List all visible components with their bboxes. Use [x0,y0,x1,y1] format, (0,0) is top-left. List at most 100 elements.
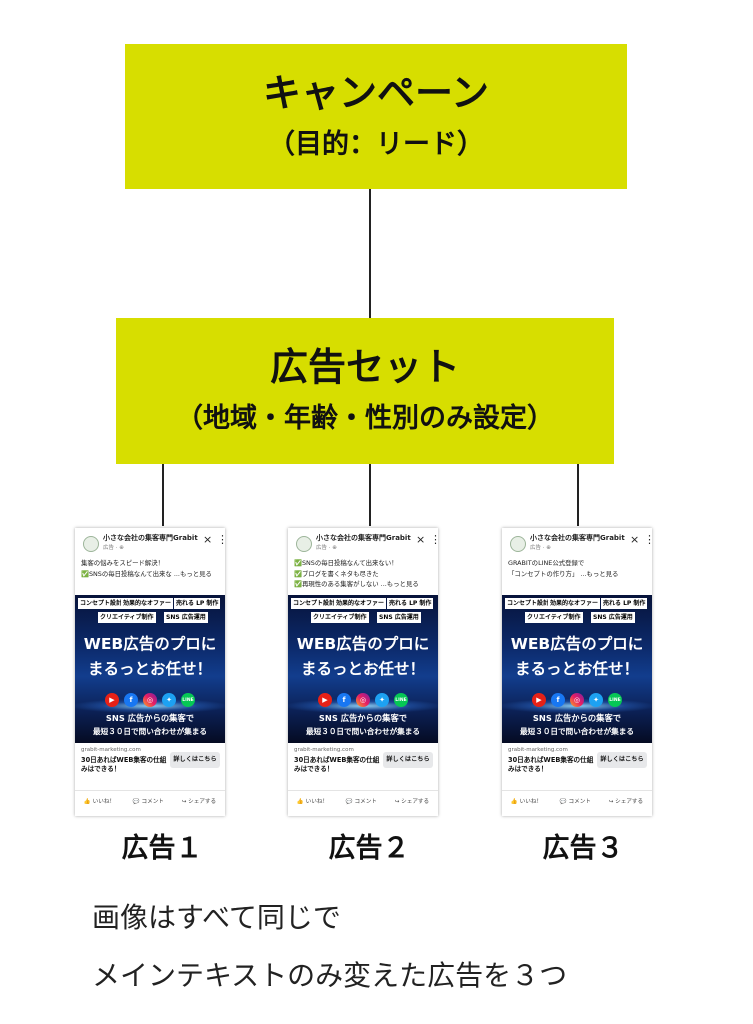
creative-headline-1: WEB広告のプロに [296,635,430,653]
sns-icons: ▶ f ◎ ✦ LINE [502,693,652,707]
service-tag: SNS 広告運用 [164,612,208,623]
facebook-icon: f [551,693,565,707]
creative-subline-2: 最短３０日で問い合わせが集まる [520,727,634,736]
creative-subline-2: 最短３０日で問い合わせが集まる [306,727,420,736]
like-button[interactable]: 👍 いいね！ [511,797,542,805]
close-icon[interactable]: × [630,533,640,546]
reaction-bar: 👍 いいね！ 💬 コメント ↪ シェアする [502,790,652,811]
line-icon: LINE [181,693,195,707]
comment-button[interactable]: 💬 コメント [346,797,377,805]
share-button[interactable]: ↪ シェアする [395,797,429,805]
learn-more-button[interactable]: 詳しくはこちら [170,752,220,768]
link-domain[interactable]: grabit-marketing.com [294,747,354,753]
youtube-icon: ▶ [532,693,546,707]
share-icon: ↪ [608,799,614,805]
comment-icon: 💬 [345,799,353,805]
more-options-icon[interactable]: ⋮ [217,533,225,546]
share-button[interactable]: ↪ シェアする [609,797,643,805]
like-label: いいね！ [519,799,543,805]
share-icon: ↪ [394,799,400,805]
link-headline[interactable]: 30日あればWEB集客の仕組みはできる！ [508,756,594,773]
service-tag: SNS 広告運用 [377,612,421,623]
primary-text-line: 「コンセプトの作り方」 ...もっと見る [508,569,619,578]
ad-label-1: 広告１ [121,833,203,864]
link-domain[interactable]: grabit-marketing.com [81,747,141,753]
adset-subtitle: （地域・年齢・性別のみ設定） [176,403,554,434]
comment-icon: 💬 [559,799,567,805]
reaction-bar: 👍 いいね！ 💬 コメント ↪ シェアする [288,790,438,811]
facebook-icon: f [337,693,351,707]
primary-text: ✅SNSの毎日投稿なんて出来ない！ ✅ブログを書くネタも尽きた ✅再現性のある集客が… [294,558,434,590]
link-headline[interactable]: 30日あればWEB集客の仕組みはできる！ [81,756,167,773]
comment-button[interactable]: 💬 コメント [560,797,591,805]
creative-headline-1: WEB広告のプロに [83,635,217,653]
link-domain[interactable]: grabit-marketing.com [508,747,568,753]
comment-label: コメント [354,799,377,805]
service-tag: コンセプト設計 [291,598,338,609]
share-label: シェアする [188,799,217,805]
line-icon: LINE [608,693,622,707]
service-tag: コンセプト設計 [78,598,125,609]
ad-label-2: 広告２ [328,833,410,864]
comment-button[interactable]: 💬 コメント [133,797,164,805]
primary-text-line: ✅SNSの毎日投稿なんて出来な ...もっと見る [81,569,212,578]
creative-headline-1: WEB広告のプロに [510,635,644,653]
service-tag: クリエイティブ制作 [525,612,583,623]
connector-adset-ad1 [162,464,164,526]
link-headline[interactable]: 30日あればWEB集客の仕組みはできる！ [294,756,380,773]
primary-text-line: GRABITのLINE公式登録で [508,559,585,567]
share-label: シェアする [615,799,644,805]
page-logo-icon [296,536,312,552]
campaign-subtitle: （目的：リード） [268,128,484,160]
like-label: いいね！ [305,799,329,805]
page-name: 小さな会社の集客専門Grabit [530,534,625,542]
comment-label: コメント [568,799,591,805]
thumbs-up-icon: 👍 [510,799,518,805]
more-options-icon[interactable]: ⋮ [644,533,652,546]
adset-box: 広告セット （地域・年齢・性別のみ設定） [116,318,614,464]
service-tag: コンセプト設計 [505,598,552,609]
instagram-icon: ◎ [356,693,370,707]
instagram-icon: ◎ [570,693,584,707]
facebook-icon: f [124,693,138,707]
primary-text-line: ✅再現性のある集客がしない ...もっと見る [294,580,419,588]
connector-adset-ad3 [577,464,579,526]
sponsored-label: 広告 · ⊕ [103,545,124,551]
sns-icons: ▶f◎✦LINE [75,693,225,707]
sponsored-label: 広告 · ⊕ [316,545,337,551]
comment-label: コメント [141,799,164,805]
page-logo-icon [510,536,526,552]
campaign-title: キャンペーン [262,70,490,115]
thumbs-up-icon: 👍 [296,799,304,805]
learn-more-button[interactable]: 詳しくはこちら [383,752,433,768]
close-icon[interactable]: × [416,533,426,546]
twitter-icon: ✦ [589,693,603,707]
primary-text-line: 集客の悩みをスピード解決！ [81,559,165,567]
creative-subline-1: SNS 広告からの集客で [318,713,408,723]
youtube-icon: ▶ [318,693,332,707]
close-icon[interactable]: × [203,533,213,546]
creative-subline-1: SNS 広告からの集客で [105,713,195,723]
thumbs-up-icon: 👍 [83,799,91,805]
service-tag: クリエイティブ制作 [311,612,369,623]
instagram-icon: ◎ [143,693,157,707]
primary-text-line: ✅ブログを書くネタも尽きた [294,569,379,578]
more-options-icon[interactable]: ⋮ [430,533,438,546]
footer-line-1: 画像はすべて同じで [92,901,341,934]
campaign-box: キャンペーン （目的：リード） [125,44,627,189]
twitter-icon: ✦ [375,693,389,707]
learn-more-button[interactable]: 詳しくはこちら [597,752,647,768]
primary-text-line: ✅SNSの毎日投稿なんて出来ない！ [294,559,398,567]
like-button[interactable]: 👍 いいね！ [84,797,115,805]
share-button[interactable]: ↪ シェアする [182,797,216,805]
like-button[interactable]: 👍 いいね！ [297,797,328,805]
